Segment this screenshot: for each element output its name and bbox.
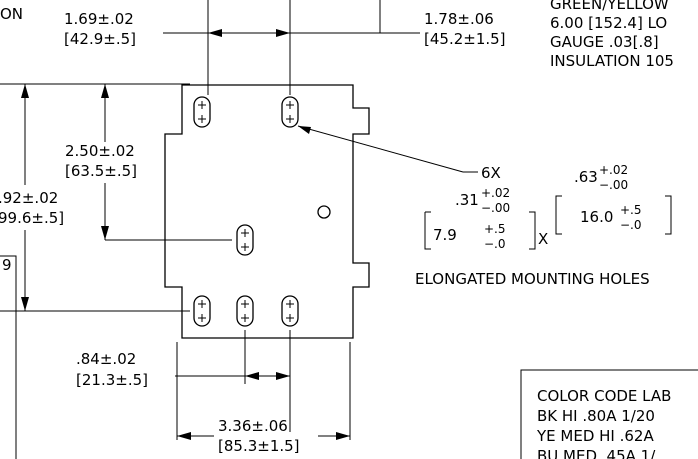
dimension-3-92-metric: 99.6±.5] <box>0 209 64 227</box>
slot-top-left <box>193 96 211 128</box>
dimension-lines-3-92 <box>0 84 190 312</box>
dimension-0-84: .84±.02 <box>76 350 136 368</box>
slot-bottom-right <box>281 295 299 327</box>
hole-leader <box>297 125 478 173</box>
dimension-lines-0-84 <box>175 330 291 432</box>
hole-width-bracket <box>424 211 536 250</box>
dimension-1-78-metric: [45.2±1.5] <box>424 30 506 48</box>
dimension-0-84-metric: [21.3±.5] <box>76 371 148 389</box>
lead-spec-line-4: INSULATION 105 <box>550 52 674 70</box>
dimension-2-50-metric: [63.5±.5] <box>65 162 137 180</box>
hole-width-mm-tol-minus: −.0 <box>484 237 506 251</box>
dimension-1-78: 1.78±.06 <box>424 10 494 28</box>
hole-width-mm-tol-plus: +.5 <box>484 222 506 236</box>
dimension-lines-top <box>163 0 420 95</box>
dimension-3-36-metric: [85.3±1.5] <box>218 437 300 455</box>
left-box-fragment <box>0 255 17 459</box>
hole-width-inch: .31 <box>455 191 479 209</box>
lead-spec-line-2: 6.00 [152.4] LO <box>550 14 667 32</box>
hole-length-bracket <box>555 195 672 235</box>
dimension-lines-2-50 <box>0 83 232 241</box>
mounting-plate-outline <box>164 84 370 339</box>
slot-bottom-middle <box>236 295 254 327</box>
color-code-title: COLOR CODE LAB <box>537 387 671 405</box>
left-box-text: 9 <box>2 256 12 274</box>
color-code-row-1: BK HI .80A 1/20 <box>537 407 655 425</box>
hole-width-inch-tol-minus: −.00 <box>481 201 510 215</box>
hole-length-inch: .63 <box>574 168 598 186</box>
dimension-lines-3-36 <box>176 342 351 440</box>
color-code-row-3: BU MED .45A 1/ <box>537 447 656 459</box>
hole-times-sign: X <box>538 230 548 248</box>
hole-count: 6X <box>481 164 501 182</box>
color-code-box <box>520 369 698 459</box>
slot-top-right <box>281 96 299 128</box>
dimension-1-69-metric: [42.9±.5] <box>64 30 136 48</box>
hole-length-mm-tol-plus: +.5 <box>620 203 642 217</box>
title-fragment: ON <box>0 5 23 23</box>
lead-spec-line-3: GAUGE .03[.8] <box>550 33 659 51</box>
slot-center <box>236 224 254 256</box>
dimension-3-92: .92±.02 <box>0 189 58 207</box>
hole-width-inch-tol-plus: +.02 <box>481 186 510 200</box>
hole-width-mm: 7.9 <box>433 226 457 244</box>
dimension-2-50: 2.50±.02 <box>65 142 135 160</box>
hole-length-inch-tol-plus: +.02 <box>599 163 628 177</box>
holes-caption: ELONGATED MOUNTING HOLES <box>415 270 650 288</box>
hole-length-mm-tol-minus: −.0 <box>620 218 642 232</box>
color-code-row-2: YE MED HI .62A <box>536 427 654 445</box>
dimension-3-36: 3.36±.06 <box>218 417 288 435</box>
lead-spec-line-1: GREEN/YELLOW <box>550 0 669 13</box>
hole-length-mm: 16.0 <box>580 208 613 226</box>
hole-length-inch-tol-minus: −.00 <box>599 178 628 192</box>
dimension-1-69: 1.69±.02 <box>64 10 134 28</box>
screw-hole <box>317 205 331 219</box>
slot-bottom-left <box>193 295 211 327</box>
